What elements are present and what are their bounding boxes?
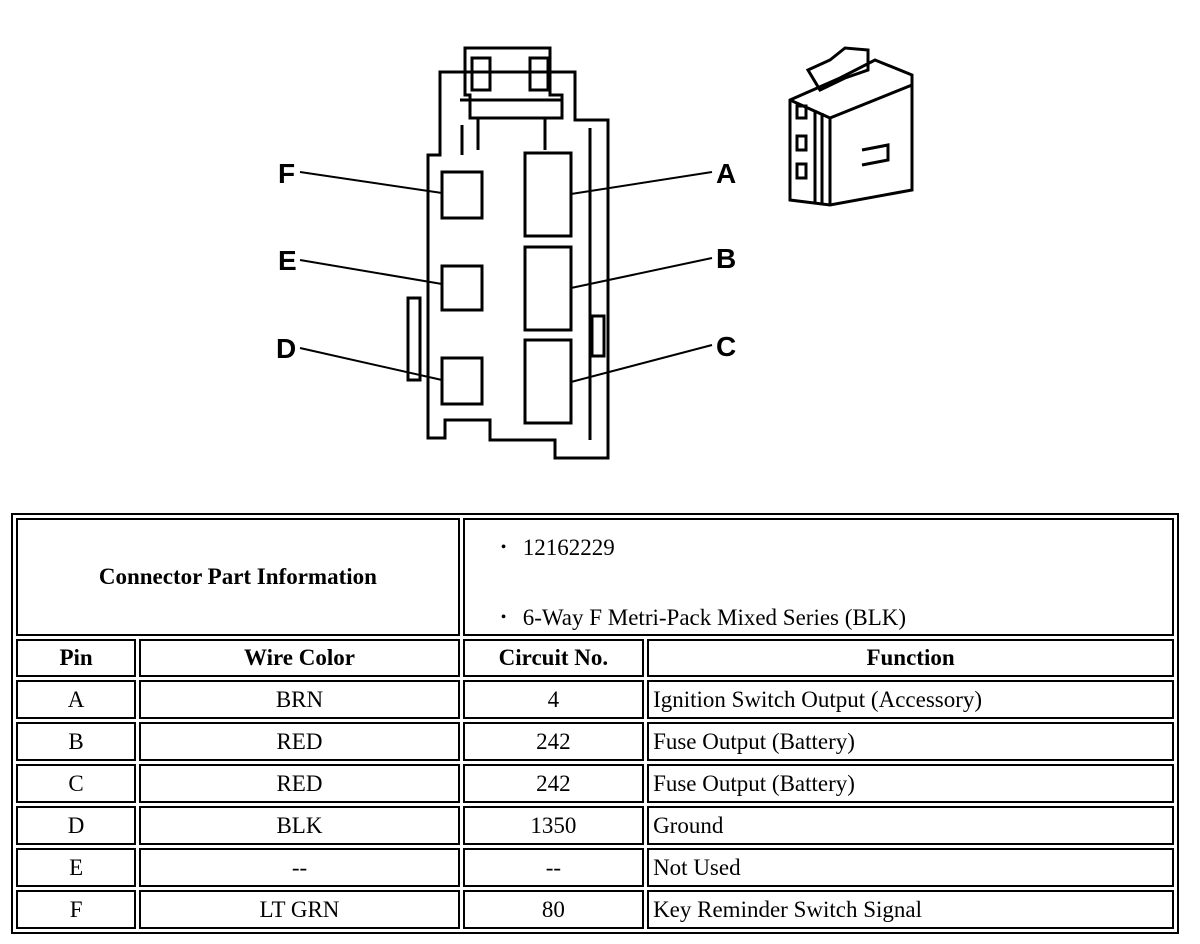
pin-cell: C xyxy=(16,764,137,803)
table-row: D BLK 1350 Ground xyxy=(16,806,1174,845)
table-row: E -- -- Not Used xyxy=(16,848,1174,887)
wire-color-cell: BLK xyxy=(139,806,460,845)
col-header-circuit: Circuit No. xyxy=(462,639,645,677)
cavity-f xyxy=(440,170,484,220)
connector-diagram: F E D A B C xyxy=(276,46,914,460)
pin-cell: F xyxy=(16,890,137,929)
leader-a xyxy=(570,171,713,195)
part-info-row: Connector Part Information 12162229 6-Wa… xyxy=(16,518,1174,636)
wire-color-cell: LT GRN xyxy=(139,890,460,929)
col-header-function: Function xyxy=(647,639,1174,677)
header-row: Pin Wire Color Circuit No. Function xyxy=(16,639,1174,677)
circuit-cell: 1350 xyxy=(462,806,645,845)
part-number: 12162229 xyxy=(465,534,1172,562)
function-cell: Ignition Switch Output (Accessory) xyxy=(647,680,1174,719)
function-cell: Key Reminder Switch Signal xyxy=(647,890,1174,929)
connector-body-outline xyxy=(426,70,610,460)
circuit-cell: 242 xyxy=(462,722,645,761)
pin-cell: D xyxy=(16,806,137,845)
cavity-d xyxy=(440,356,484,406)
table-row: C RED 242 Fuse Output (Battery) xyxy=(16,764,1174,803)
pin-cell: E xyxy=(16,848,137,887)
part-info-cell: 12162229 6-Way F Metri-Pack Mixed Series… xyxy=(462,518,1174,636)
col-header-wire-color: Wire Color xyxy=(139,639,460,677)
circuit-cell: 80 xyxy=(462,890,645,929)
table-row: B RED 242 Fuse Output (Battery) xyxy=(16,722,1174,761)
circuit-cell: 4 xyxy=(462,680,645,719)
pin-label-d: D xyxy=(276,333,296,364)
leader-f xyxy=(299,171,443,194)
cavity-e xyxy=(440,264,484,312)
table-row: A BRN 4 Ignition Switch Output (Accessor… xyxy=(16,680,1174,719)
cavity-a xyxy=(523,151,573,238)
wire-color-cell: RED xyxy=(139,722,460,761)
wire-color-cell: BRN xyxy=(139,680,460,719)
leader-c xyxy=(570,344,713,383)
connector-description: 6-Way F Metri-Pack Mixed Series (BLK) xyxy=(465,604,1172,632)
pin-cell: A xyxy=(16,680,137,719)
leader-e xyxy=(299,259,443,285)
side-tab xyxy=(406,296,422,382)
latch-neck xyxy=(460,118,592,440)
leader-d xyxy=(299,347,443,381)
circuit-cell: 242 xyxy=(462,764,645,803)
pin-label-f: F xyxy=(278,158,295,189)
leader-b xyxy=(570,257,713,289)
pin-label-b: B xyxy=(716,243,736,274)
circuit-cell: -- xyxy=(462,848,645,887)
latch-detail xyxy=(460,56,562,102)
connector-latch xyxy=(463,46,564,120)
pin-label-a: A xyxy=(716,158,736,189)
cavity-b xyxy=(523,245,573,332)
function-cell: Fuse Output (Battery) xyxy=(647,764,1174,803)
table-row: F LT GRN 80 Key Reminder Switch Signal xyxy=(16,890,1174,929)
side-slot xyxy=(590,314,606,358)
wire-color-cell: RED xyxy=(139,764,460,803)
connector-info-table: Connector Part Information 12162229 6-Wa… xyxy=(11,513,1179,934)
col-header-pin: Pin xyxy=(16,639,137,677)
function-cell: Ground xyxy=(647,806,1174,845)
cavity-c xyxy=(523,338,573,425)
wire-color-cell: -- xyxy=(139,848,460,887)
connector-part-info-label: Connector Part Information xyxy=(16,518,460,636)
function-cell: Not Used xyxy=(647,848,1174,887)
connector-iso-view xyxy=(788,46,914,207)
function-cell: Fuse Output (Battery) xyxy=(647,722,1174,761)
pin-cell: B xyxy=(16,722,137,761)
pin-label-e: E xyxy=(278,245,297,276)
pin-label-c: C xyxy=(716,331,736,362)
